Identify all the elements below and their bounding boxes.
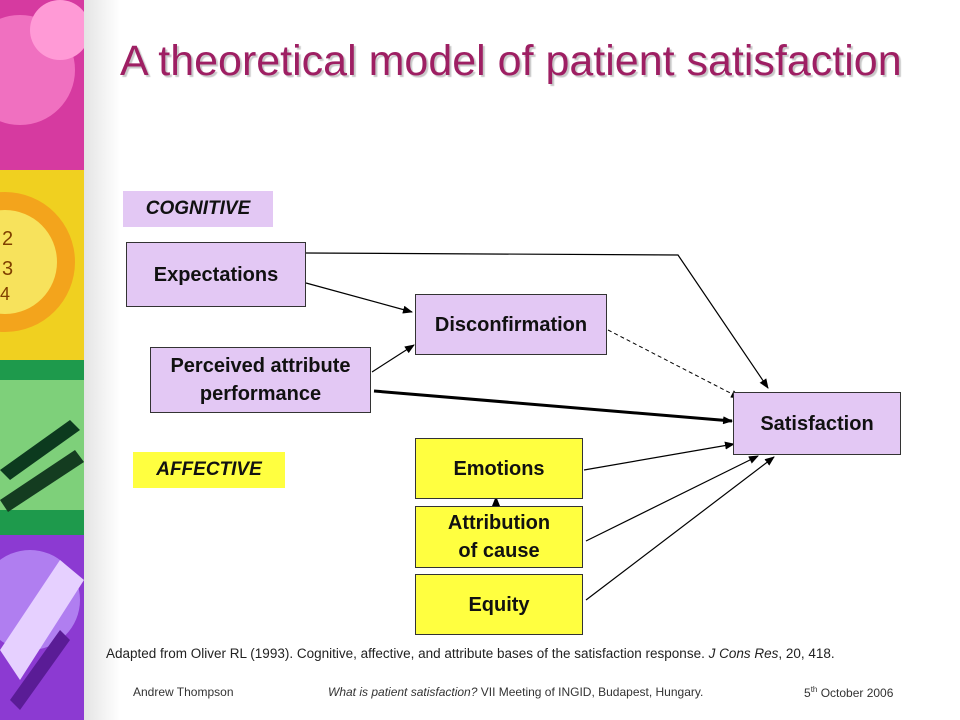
arrow-perceived-disconfirmation — [371, 344, 415, 373]
citation: Adapted from Oliver RL (1993). Cognitive… — [106, 646, 835, 661]
citation-suffix: , 20, 418. — [778, 646, 835, 661]
arrow-disconfirmation-satisfaction — [607, 329, 741, 399]
node-attribution-line2: of cause — [458, 540, 540, 562]
svg-text:4: 4 — [0, 284, 10, 304]
footer-date-suffix: th — [810, 685, 818, 694]
cognitive-label: COGNITIVE — [123, 191, 273, 227]
footer-meeting: VII Meeting of INGID, Budapest, Hungary. — [477, 685, 704, 699]
node-satisfaction: Satisfaction — [733, 392, 901, 455]
node-emotions: Emotions — [415, 438, 583, 499]
arrow-expectations-disconfirmation — [305, 282, 413, 314]
svg-text:3: 3 — [2, 258, 13, 280]
node-expectations: Expectations — [126, 242, 306, 307]
node-attribution-of-cause: Attribution of cause — [415, 506, 583, 568]
footer-date-rest: October 2006 — [817, 686, 894, 700]
side-collage-image: 2 3 4 — [0, 0, 84, 720]
citation-prefix: Adapted from Oliver RL (1993). Cognitive… — [106, 646, 705, 661]
footer-date: 5th October 2006 — [804, 685, 893, 700]
decorative-side-strip: 2 3 4 — [0, 0, 84, 720]
footer-date-day: 5 — [804, 686, 811, 700]
arrow-perceived-satisfaction — [373, 389, 733, 425]
citation-journal: J Cons Res — [708, 646, 779, 661]
arrow-expectations-satisfaction — [305, 252, 769, 389]
node-disconfirmation: Disconfirmation — [415, 294, 607, 355]
footer-author: Andrew Thompson — [133, 685, 234, 699]
footer-talk-title: What is patient satisfaction? — [328, 685, 478, 699]
arrow-attribution-satisfaction — [585, 455, 759, 542]
slide-title: A theoretical model of patient satisfact… — [120, 37, 902, 85]
node-attribution-line1: Attribution — [447, 512, 551, 534]
node-perceived-line2: performance — [199, 383, 322, 405]
footer-center: What is patient satisfaction? VII Meetin… — [328, 685, 703, 699]
node-equity: Equity — [415, 574, 583, 635]
node-perceived-attribute-performance: Perceived attribute performance — [150, 347, 371, 413]
node-perceived-line1: Perceived attribute — [170, 355, 351, 377]
arrow-emotions-satisfaction — [583, 441, 735, 471]
side-fade — [84, 0, 120, 720]
svg-text:2: 2 — [2, 228, 13, 250]
affective-label: AFFECTIVE — [133, 452, 285, 488]
arrow-equity-satisfaction — [585, 456, 775, 601]
